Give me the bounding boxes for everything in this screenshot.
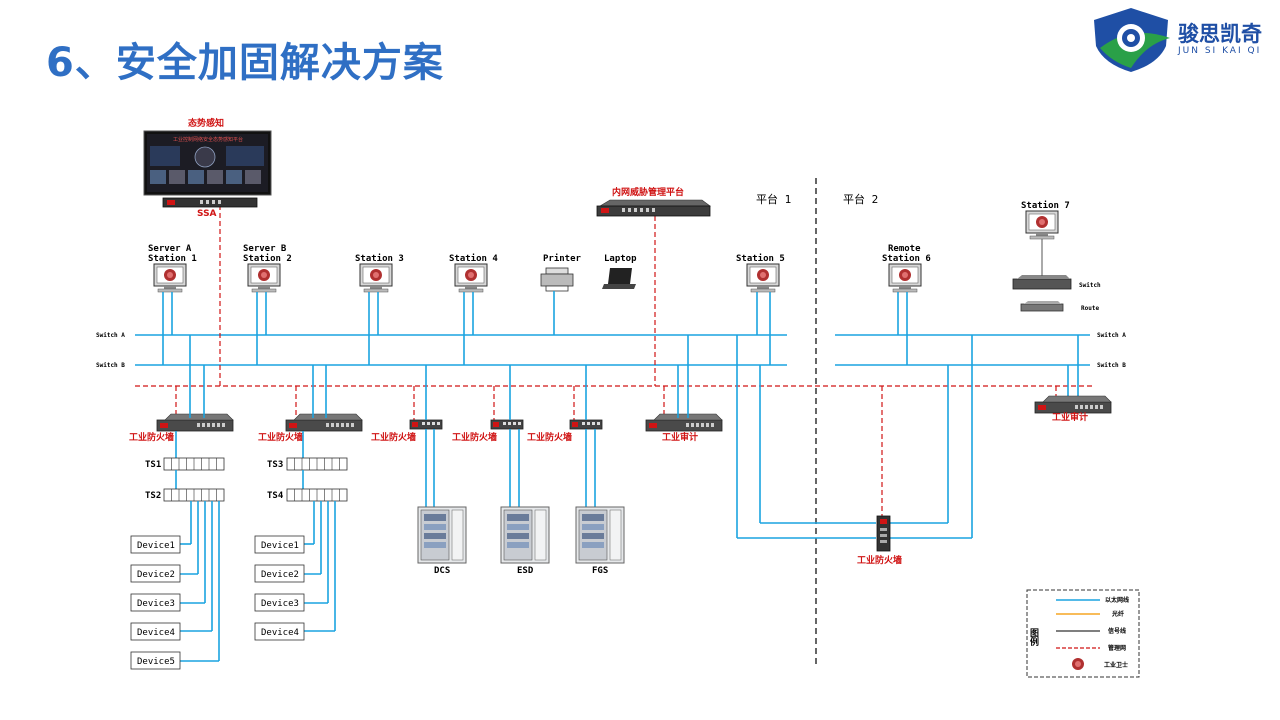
audit-2-icon[interactable] — [1034, 395, 1112, 414]
station-2-monitor-icon[interactable] — [247, 263, 281, 293]
firewall-5-label: 工业防火墙 — [527, 431, 572, 443]
switch-b-label: Switch B — [96, 362, 125, 369]
station-2-line2: Station 2 — [243, 253, 292, 264]
station-4-label: Station 4 — [449, 253, 498, 264]
laptop-icon[interactable] — [602, 268, 636, 289]
firewall-2-label: 工业防火墙 — [258, 431, 303, 443]
legend-signal: 信号线 — [1108, 627, 1126, 635]
device-middle-3: Device3 — [261, 599, 299, 609]
fgs-label: FGS — [592, 566, 608, 576]
firewall-4-label: 工业防火墙 — [452, 431, 497, 443]
station-7-switch-label: Switch — [1079, 282, 1101, 289]
ts4-strip — [286, 488, 348, 502]
firewall-2-icon[interactable] — [285, 413, 363, 432]
station-5-monitor-icon[interactable] — [746, 263, 780, 293]
device-list-left — [130, 535, 181, 670]
ssa-display-wall — [143, 130, 272, 196]
device-middle-1: Device1 — [261, 541, 299, 551]
page-title: 6、安全加固解决方案 — [46, 40, 444, 86]
switch-a-label-right: Switch A — [1097, 332, 1126, 339]
ts3-label: TS3 — [267, 460, 283, 470]
legend-ethernet: 以太网线 — [1105, 596, 1129, 604]
station-3-label: Station 3 — [355, 253, 404, 264]
audit-1-icon[interactable] — [645, 413, 723, 432]
station-1-line1: Server A — [148, 244, 192, 254]
esd-cabinet-icon[interactable] — [500, 506, 550, 564]
station-6-line2: Station 6 — [882, 253, 931, 264]
threat-platform-appliance — [596, 199, 711, 217]
shield-gear-icon — [1094, 8, 1170, 72]
ts3-strip — [286, 457, 348, 471]
ssa-appliance — [162, 197, 258, 208]
station-7-router-label: Route — [1081, 305, 1099, 312]
station-7-router-icon — [1020, 301, 1064, 312]
station-2-line1: Server B — [243, 244, 287, 254]
device-middle-2: Device2 — [261, 570, 299, 580]
ssa-device-label: SSA — [197, 209, 217, 219]
station-6-monitor-icon[interactable] — [888, 263, 922, 293]
company-logo: 骏思凯奇 JUN SI KAI QI — [1086, 4, 1276, 74]
threat-platform-title: 内网威胁管理平台 — [612, 186, 684, 198]
ssa-title: 态势感知 — [188, 117, 224, 129]
esd-label: ESD — [517, 566, 534, 576]
switch-a-label: Switch A — [96, 332, 125, 339]
legend-title: 图例 — [1028, 628, 1039, 647]
printer-label: Printer — [543, 253, 582, 264]
device-left-4: Device4 — [137, 628, 175, 638]
ts1-strip — [163, 457, 225, 471]
device-left-2: Device2 — [137, 570, 175, 580]
firewall-3-label: 工业防火墙 — [371, 431, 416, 443]
station-7-monitor-icon[interactable] — [1025, 210, 1059, 240]
platform-2-label: 平台 2 — [843, 192, 878, 206]
logo-name-cn: 骏思凯奇 — [1178, 22, 1262, 46]
station-4-monitor-icon[interactable] — [454, 263, 488, 293]
fgs-cabinet-icon[interactable] — [575, 506, 625, 564]
logo-name-en: JUN SI KAI QI — [1178, 46, 1262, 56]
firewall-5-icon[interactable] — [569, 419, 603, 430]
legend-mgmt: 管理网 — [1108, 644, 1126, 652]
firewall-1-icon[interactable] — [156, 413, 234, 432]
ts2-strip — [163, 488, 225, 502]
station-1-line2: Station 1 — [148, 253, 197, 264]
switch-b-label-right: Switch B — [1097, 362, 1126, 369]
ssa-screen-title: 工业控制网络安全态势感知平台 — [173, 136, 243, 143]
firewall-4-icon[interactable] — [490, 419, 524, 430]
station-3-monitor-icon[interactable] — [359, 263, 393, 293]
printer-icon[interactable] — [540, 267, 574, 292]
station-7-label: Station 7 — [1021, 200, 1070, 211]
ts1-label: TS1 — [145, 460, 161, 470]
field-firewall-label: 工业防火墙 — [857, 554, 902, 566]
device-left-5: Device5 — [137, 657, 175, 667]
station-1-monitor-icon[interactable] — [153, 263, 187, 293]
laptop-label: Laptop — [604, 254, 637, 264]
legend-guardian: 工业卫士 — [1104, 661, 1128, 669]
device-list-middle — [254, 535, 305, 641]
ts2-label: TS2 — [145, 491, 161, 501]
device-left-1: Device1 — [137, 541, 175, 551]
station-6-line1: Remote — [888, 244, 921, 254]
audit-1-label: 工业审计 — [662, 431, 698, 443]
firewall-1-label: 工业防火墙 — [129, 431, 174, 443]
dcs-cabinet-icon[interactable] — [417, 506, 467, 564]
legend-fiber: 光纤 — [1111, 610, 1124, 618]
station-5-label: Station 5 — [736, 253, 785, 264]
firewall-3-icon[interactable] — [409, 419, 443, 430]
device-middle-4: Device4 — [261, 628, 299, 638]
audit-2-label: 工业审计 — [1052, 411, 1088, 423]
guardian-icon — [1072, 658, 1084, 670]
ts4-label: TS4 — [267, 491, 284, 501]
device-left-3: Device3 — [137, 599, 175, 609]
station-7-switch-icon — [1012, 275, 1072, 290]
platform-1-label: 平台 1 — [756, 192, 791, 206]
field-firewall-icon[interactable] — [876, 515, 891, 552]
dcs-label: DCS — [434, 566, 450, 576]
